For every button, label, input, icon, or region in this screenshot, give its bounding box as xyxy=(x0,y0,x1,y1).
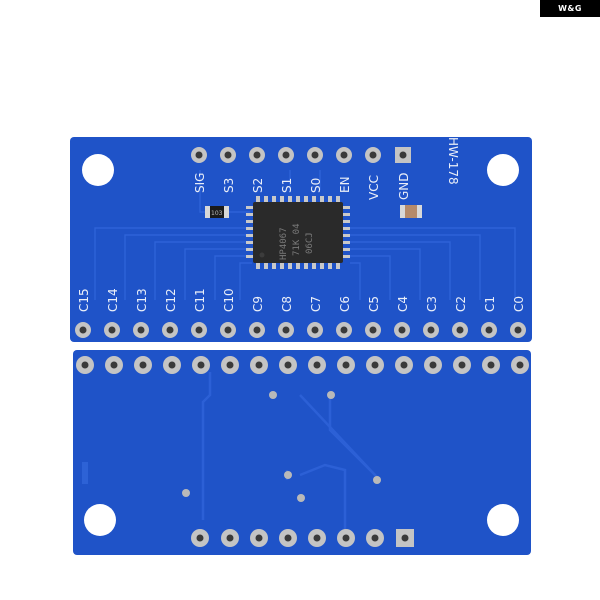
pin-label-s1: S1 xyxy=(280,178,294,193)
pin-label-c9: C9 xyxy=(251,296,265,312)
pin-label-s2: S2 xyxy=(251,178,265,193)
pin-label-c6: C6 xyxy=(338,296,352,312)
back-board xyxy=(73,350,531,555)
bottom-pin-labels: C15 C14 C13 C12 C11 C10 C9 C8 C7 C6 C5 C… xyxy=(77,288,526,312)
pin-label-gnd: GND xyxy=(397,172,411,200)
mounting-hole xyxy=(487,154,519,186)
back-marking xyxy=(82,462,88,484)
watermark-badge: W&G xyxy=(540,0,600,17)
pin-label-s0: S0 xyxy=(309,178,323,193)
pin-label-c15: C15 xyxy=(77,288,91,312)
mux-chip: HP4067 71K 04 06CJ xyxy=(246,196,350,269)
model-label: HW-178 xyxy=(446,137,460,185)
back-top-pads xyxy=(76,356,529,374)
watermark-text: W&G xyxy=(558,4,582,13)
pin-label-c13: C13 xyxy=(135,288,149,312)
pin-label-c1: C1 xyxy=(483,296,497,312)
capacitor xyxy=(400,205,422,218)
mounting-hole xyxy=(82,154,114,186)
pin-label-s3: S3 xyxy=(222,178,236,193)
pin-label-en: EN xyxy=(338,176,352,193)
chip-marking-2: 71K 04 xyxy=(292,223,302,256)
top-pin-labels: SIG S3 S2 S1 S0 EN VCC GND xyxy=(193,172,411,200)
pin-label-c5: C5 xyxy=(367,296,381,312)
pin-label-c0: C0 xyxy=(512,296,526,312)
mounting-hole xyxy=(487,504,519,536)
back-pcb xyxy=(73,350,531,555)
pin-label-vcc: VCC xyxy=(367,175,381,200)
mounting-hole xyxy=(84,504,116,536)
back-bottom-pads xyxy=(191,529,414,547)
resistor: 103 xyxy=(205,206,229,218)
pin-label-sig: SIG xyxy=(193,173,207,193)
top-header-pads xyxy=(191,147,411,163)
front-traces xyxy=(94,170,516,300)
chip-marking-3: 06CJ xyxy=(305,232,315,254)
chip-marking-1: HP4067 xyxy=(279,227,289,260)
pin-label-c7: C7 xyxy=(309,296,323,312)
bottom-header-pads xyxy=(75,322,526,338)
pin-label-c10: C10 xyxy=(222,288,236,312)
front-board: HP4067 71K 04 06CJ 103 xyxy=(70,137,532,342)
pin-label-c8: C8 xyxy=(280,296,294,312)
pin-label-c2: C2 xyxy=(454,296,468,312)
resistor-label: 103 xyxy=(211,210,223,217)
pin-label-c11: C11 xyxy=(193,288,207,312)
pin-label-c4: C4 xyxy=(396,296,410,312)
back-vias xyxy=(182,391,381,502)
pin-label-c3: C3 xyxy=(425,296,439,312)
pin-label-c14: C14 xyxy=(106,288,120,312)
pin-label-c12: C12 xyxy=(164,288,178,312)
